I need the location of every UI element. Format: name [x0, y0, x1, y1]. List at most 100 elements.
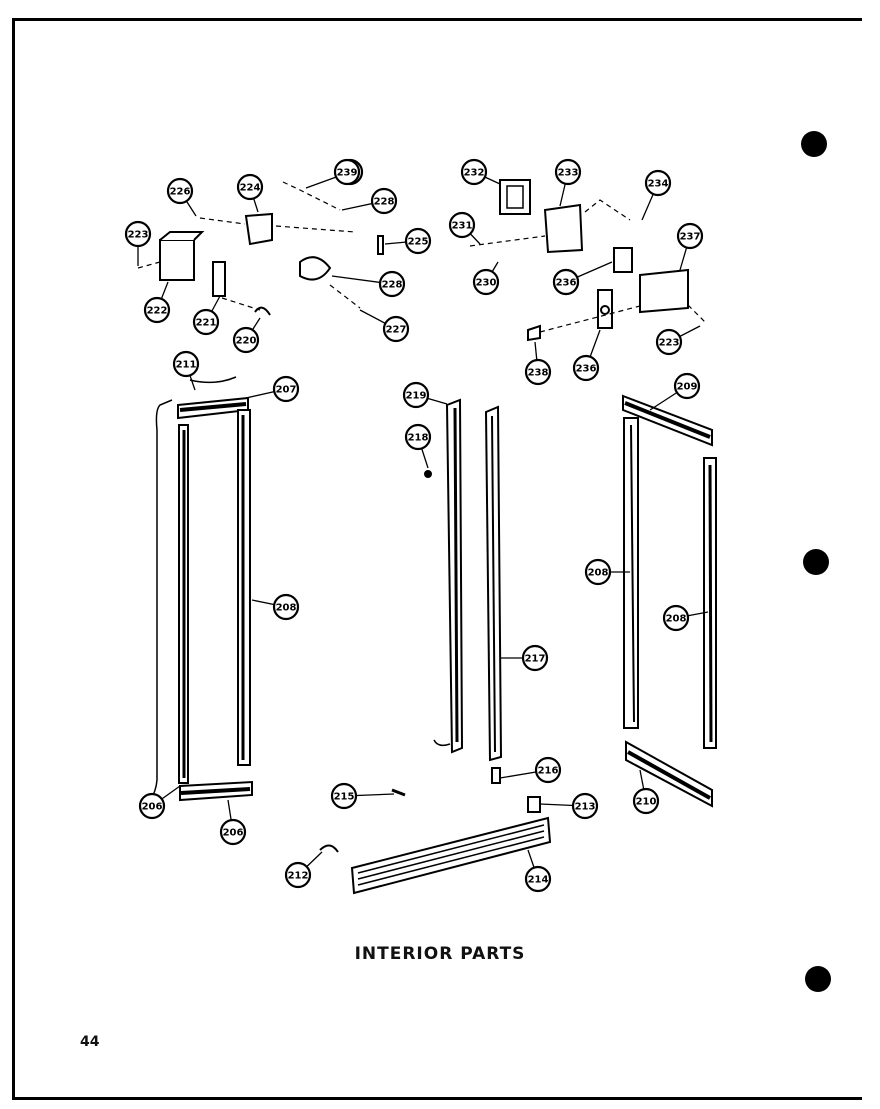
callout-circle — [534, 756, 562, 784]
callout-circle — [378, 270, 406, 298]
callout-number: 233 — [558, 168, 579, 179]
callout-number: 223 — [659, 338, 680, 349]
callout-number: 236 — [576, 364, 597, 375]
callout-circle — [673, 372, 701, 400]
center-mullion-assembly — [424, 398, 503, 784]
top-left-components — [137, 181, 384, 316]
callout-circle — [166, 177, 194, 205]
callout-circle — [382, 315, 410, 343]
callout-circle — [236, 173, 264, 201]
callout-layer: 2062062072082082082092102112122132142152… — [124, 158, 709, 893]
callout-circle — [124, 220, 152, 248]
callout-number: 226 — [170, 187, 191, 198]
callout-number: 218 — [408, 433, 429, 444]
callout-circle — [172, 350, 200, 378]
callout-number: 224 — [240, 183, 261, 194]
callout-circle — [644, 169, 672, 197]
callout-circle — [662, 604, 690, 632]
callout-216: 216 — [499, 756, 562, 784]
callout-number: 236 — [556, 278, 577, 289]
callout-210: 210 — [632, 769, 660, 815]
callout-number: 216 — [538, 766, 559, 777]
callout-number: 214 — [528, 875, 549, 886]
callout-230: 230 — [472, 261, 500, 296]
callout-circle — [521, 644, 549, 672]
callout-circle — [572, 354, 600, 382]
callout-221: 221 — [192, 295, 221, 336]
callout-number: 239 — [337, 168, 358, 179]
callout-circle — [404, 227, 432, 255]
callout-224: 224 — [236, 173, 264, 213]
callout-number: 215 — [334, 792, 355, 803]
diagram-caption: INTERIOR PARTS — [354, 944, 526, 964]
callout-236: 236 — [552, 268, 580, 296]
callout-number: 208 — [588, 568, 609, 579]
callout-number: 211 — [176, 360, 197, 371]
callout-circle — [143, 296, 171, 324]
callout-circle — [284, 861, 312, 889]
callout-number: 206 — [223, 828, 244, 839]
callout-number: 232 — [464, 168, 485, 179]
callout-231: 231 — [448, 211, 481, 245]
page-border — [12, 18, 862, 1100]
callout-number: 220 — [236, 336, 257, 347]
callout-circle — [404, 423, 432, 451]
callout-220: 220 — [232, 317, 261, 354]
callout-223: 223 — [124, 220, 152, 266]
callout-circle — [272, 375, 300, 403]
callout-number: 210 — [636, 797, 657, 808]
callout-circle — [192, 308, 220, 336]
callout-214: 214 — [524, 849, 552, 893]
callout-215: 215 — [330, 782, 395, 810]
callout-233: 233 — [554, 158, 582, 207]
callout-number: 223 — [128, 230, 149, 241]
callout-237: 237 — [676, 222, 704, 271]
callout-213: 213 — [539, 792, 599, 820]
callout-circle — [232, 326, 260, 354]
callout-number: 225 — [408, 237, 429, 248]
callout-239: 239 — [333, 158, 361, 186]
callout-236: 236 — [572, 329, 601, 382]
callout-number: 222 — [147, 306, 168, 317]
callout-number: 219 — [406, 391, 427, 402]
callout-circle — [524, 865, 552, 893]
callout-circle — [330, 782, 358, 810]
callout-208: 208 — [251, 593, 300, 621]
callout-circle — [448, 211, 476, 239]
callout-circle — [402, 381, 430, 409]
callout-circle — [333, 158, 361, 186]
binder-hole-middle — [803, 549, 829, 575]
callout-circle — [370, 187, 398, 215]
callout-208: 208 — [584, 558, 630, 586]
page-number: 44 — [80, 1034, 100, 1050]
callout-217: 217 — [500, 644, 549, 672]
callout-228: 228 — [341, 187, 398, 215]
callout-number: 221 — [196, 318, 217, 329]
callout-circle — [460, 158, 488, 186]
callout-number: 231 — [452, 221, 473, 232]
callout-212: 212 — [284, 851, 323, 889]
callout-234: 234 — [641, 169, 672, 221]
callout-209: 209 — [649, 372, 701, 411]
callout-circle — [554, 158, 582, 186]
top-right-components — [469, 179, 706, 342]
callout-232: 232 — [460, 158, 501, 186]
callout-number: 209 — [677, 382, 698, 393]
binder-hole-bottom — [805, 966, 831, 992]
callout-number: 212 — [288, 871, 309, 882]
callout-222: 222 — [143, 281, 171, 324]
left-liner-assembly — [149, 376, 253, 802]
callout-218: 218 — [404, 423, 432, 469]
callout-number: 213 — [575, 802, 596, 813]
callout-208: 208 — [662, 604, 709, 632]
callout-circle — [584, 558, 612, 586]
callout-225: 225 — [384, 227, 432, 255]
callout-circle — [272, 593, 300, 621]
binder-hole-top — [801, 131, 827, 157]
callout-228: 228 — [331, 270, 406, 298]
callout-number: 237 — [680, 232, 701, 243]
callout-number: 217 — [525, 654, 546, 665]
callout-206: 206 — [138, 785, 181, 820]
